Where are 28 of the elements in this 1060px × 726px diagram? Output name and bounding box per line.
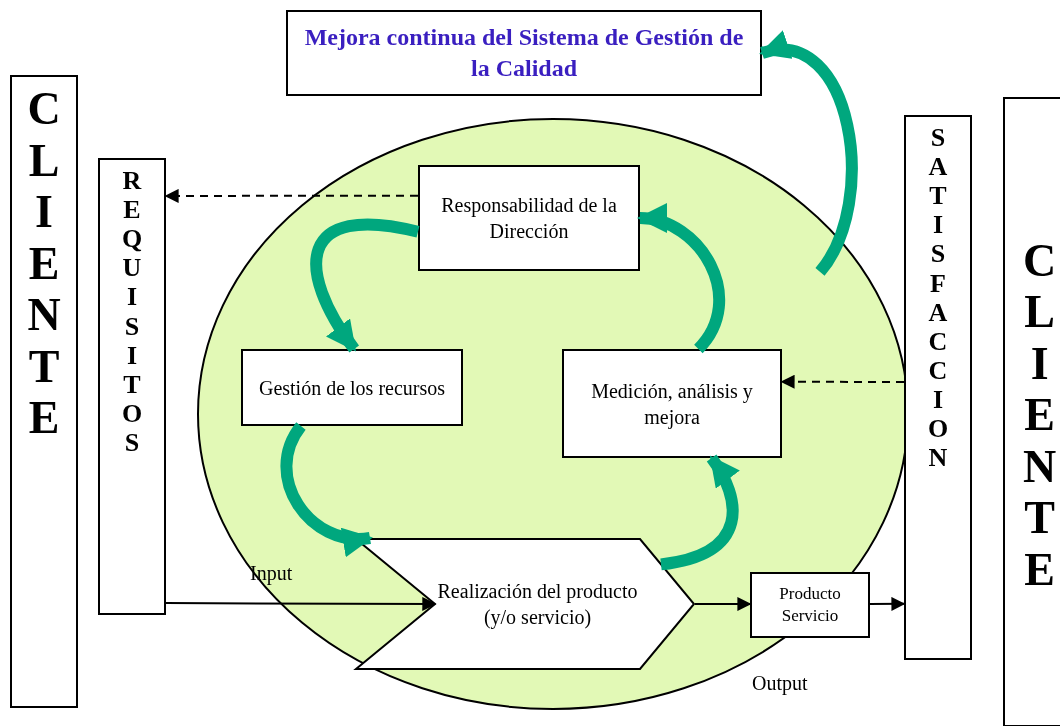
curved-arrow <box>660 454 740 571</box>
process-label: Realización del producto (y/o servicio) <box>436 579 639 630</box>
box-label: Producto Servicio <box>778 582 842 627</box>
requirements-box <box>98 158 166 615</box>
customer-box <box>1003 97 1060 726</box>
process-box <box>562 349 782 458</box>
vertical-label: SATISFACCION <box>926 123 950 473</box>
vertical-label: CLIENTE <box>1022 234 1058 596</box>
process-box <box>418 165 640 271</box>
satisfaction-box <box>904 115 972 660</box>
arrow <box>165 596 437 611</box>
curved-arrow <box>637 206 725 353</box>
vertical-label: REQUISITOS <box>120 166 144 458</box>
title-box <box>286 10 762 96</box>
customer-box <box>10 75 78 708</box>
output-label: Output <box>752 671 808 696</box>
arrow <box>869 596 906 611</box>
process-box <box>241 349 463 426</box>
box-label: Responsabilidad de la Dirección <box>440 193 618 244</box>
title-text: Mejora continua del Sistema de Gestión de la Calidad <box>303 22 745 83</box>
arrow <box>780 374 905 389</box>
vertical-label: CLIENTE <box>26 83 62 444</box>
arrow <box>694 597 752 611</box>
curved-arrow <box>280 422 373 555</box>
box-label: Gestión de los recursos <box>257 375 447 401</box>
arrow <box>164 188 419 203</box>
box-label: Medición, análisis y mejora <box>590 378 754 430</box>
curved-arrow <box>310 218 420 353</box>
